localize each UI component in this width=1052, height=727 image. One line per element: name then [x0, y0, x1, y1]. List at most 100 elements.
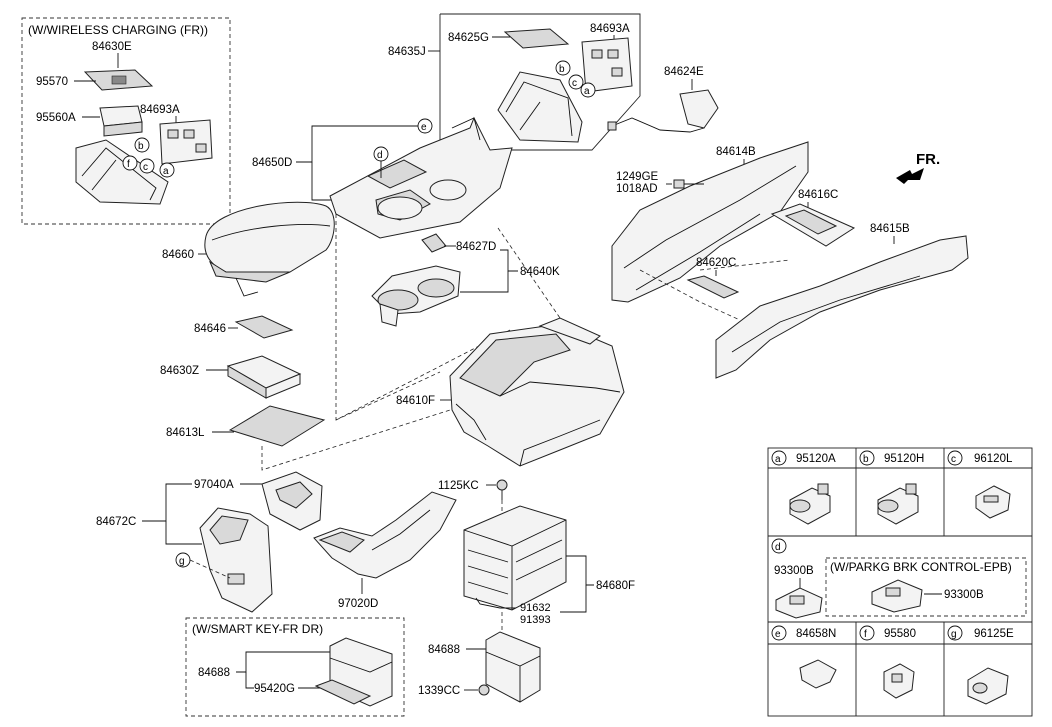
label-91632: 91632	[520, 602, 551, 614]
circle-a-wireless: a	[163, 166, 169, 177]
part-84680F-box: 84680F 91632 91393	[463, 505, 635, 636]
part-84658N-clip	[799, 659, 837, 689]
label-84693A-top: 84693A	[590, 23, 630, 35]
circle-b-top: b	[559, 64, 565, 75]
part-95120H-socket	[877, 483, 919, 525]
label-84650D: 84650D	[252, 157, 292, 169]
label-1018AD: 1018AD	[616, 183, 658, 195]
part-93300B-switch-left	[775, 587, 823, 619]
label-84624E: 84624E	[664, 66, 704, 78]
label-84680F: 84680F	[596, 580, 635, 592]
label-95420G: 95420G	[254, 683, 295, 695]
label-84640K: 84640K	[520, 266, 560, 278]
part-84625G-mat	[503, 28, 570, 49]
part-84620C: 84620C	[639, 257, 741, 321]
part-96125E-jack	[967, 667, 1009, 705]
label-84630Z: 84630Z	[160, 365, 199, 377]
part-84688-bracket: 84688 1339CC	[418, 631, 541, 703]
label-84616C: 84616C	[798, 189, 838, 201]
part-1125KC-bolt: 1125KC	[438, 479, 508, 514]
legend-e-letter: e	[775, 629, 781, 640]
smart-key-group: (W/SMART KEY-FR DR) 84688 95420G	[185, 617, 405, 717]
label-84630E: 84630E	[92, 41, 132, 53]
label-91393: 91393	[520, 614, 551, 626]
circle-a-top: a	[584, 86, 590, 97]
front-direction-indicator: FR.	[896, 151, 940, 184]
legend-table: a 95120A b 95120H c 96120L d 93300B	[767, 447, 1033, 717]
label-97020D: 97020D	[338, 598, 378, 610]
part-93300B-switch-right	[871, 579, 923, 613]
legend-c-letter: c	[951, 454, 956, 465]
part-84627D	[421, 233, 447, 253]
legend-d-part-right: 93300B	[944, 589, 984, 601]
circle-b-wireless: b	[138, 141, 144, 152]
label-84635J: 84635J	[388, 46, 426, 58]
part-84610F-console: 84610F	[396, 317, 625, 467]
legend-g-letter: g	[951, 629, 957, 640]
legend-f-part: 95580	[884, 628, 916, 640]
part-tray-bracket-wireless	[75, 139, 169, 205]
label-1125KC: 1125KC	[438, 480, 479, 492]
label-84646: 84646	[194, 323, 226, 335]
legend-d-part-left: 93300B	[774, 565, 814, 577]
front-direction-label: FR.	[916, 151, 940, 168]
top-bracket-group: 84635J 84625G 84693A b c a	[388, 13, 641, 151]
label-95560A: 95560A	[36, 112, 76, 124]
legend-a-part: 95120A	[796, 453, 836, 465]
legend-g-part: 96125E	[974, 628, 1014, 640]
legend-f-letter: f	[864, 629, 867, 640]
circle-g: g	[179, 556, 185, 567]
part-84616C-bracket: 84616C	[770, 189, 856, 247]
label-1339CC: 1339CC	[418, 685, 460, 697]
part-84660-armrest: 84660	[162, 201, 335, 297]
part-84640K-cupholder: 84627D 84640K	[371, 233, 560, 327]
label-84613L: 84613L	[166, 427, 205, 439]
part-84613L-pad: 84613L	[166, 405, 326, 447]
label-84614B: 84614B	[716, 146, 756, 158]
legend-d-letter: d	[775, 542, 781, 553]
alignment-lines	[261, 214, 561, 471]
epb-group-border	[825, 557, 1027, 617]
part-84615B-panel: 84615B	[699, 223, 969, 379]
label-95570: 95570	[36, 76, 68, 88]
label-84688: 84688	[428, 644, 460, 656]
circle-d: d	[377, 150, 383, 161]
wireless-group-border	[21, 17, 231, 225]
label-84615B: 84615B	[870, 223, 910, 235]
part-95580-switch	[883, 663, 915, 699]
label-84693A-wireless: 84693A	[140, 104, 180, 116]
wireless-charging-group: (W/WIRELESS CHARGING (FR)) 84630E 95570 …	[21, 17, 231, 225]
circle-c-top: c	[572, 78, 577, 89]
label-1249GE: 1249GE	[616, 171, 659, 183]
legend-b-letter: b	[863, 454, 869, 465]
label-84627D: 84627D	[456, 241, 496, 253]
legend-b-part: 95120H	[884, 453, 924, 465]
part-84693A-bezel	[159, 119, 213, 165]
label-84672C: 84672C	[96, 516, 136, 528]
label-84620C: 84620C	[696, 257, 736, 269]
label-84660: 84660	[162, 249, 194, 261]
smart-key-group-border	[185, 617, 405, 717]
legend-d-epb-title: (W/PARKG BRK CONTROL-EPB)	[830, 560, 1012, 574]
circle-c-wireless: c	[143, 162, 148, 173]
part-96120L-jack	[975, 485, 1011, 519]
label-84625G: 84625G	[448, 32, 489, 44]
legend-e-part: 84658N	[796, 628, 836, 640]
label-84610F: 84610F	[396, 395, 435, 407]
part-84614B-panel: 84614B 1249GE 1018AD	[611, 141, 809, 303]
part-84646-mat: 84646	[194, 315, 294, 339]
smart-key-group-title: (W/SMART KEY-FR DR)	[192, 622, 323, 636]
legend-border	[767, 447, 1033, 717]
label-84688-smartkey: 84688	[198, 667, 230, 679]
circle-e: e	[421, 122, 427, 133]
part-95120A-socket	[789, 483, 831, 525]
part-84630Z-tray: 84630Z	[160, 355, 302, 399]
part-84650D-cover: 84650D e d	[252, 116, 513, 239]
part-84672C-garnish: 97040A 84672C g	[96, 471, 323, 613]
part-84624E: 84624E	[607, 66, 719, 133]
circle-f-wireless: f	[127, 159, 130, 170]
wireless-group-title: (W/WIRELESS CHARGING (FR))	[28, 23, 208, 37]
legend-c-part: 96120L	[974, 453, 1013, 465]
label-97040A: 97040A	[194, 479, 234, 491]
